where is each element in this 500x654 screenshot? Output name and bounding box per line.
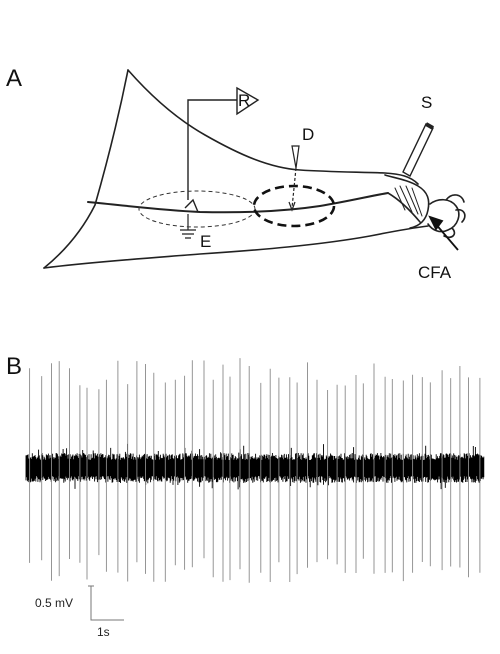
limb-upper-edge xyxy=(127,69,419,185)
paw-toes xyxy=(427,194,466,239)
ground-electrode xyxy=(180,214,196,239)
nerve-line xyxy=(87,192,389,214)
stimulus-probe xyxy=(402,122,434,177)
paw-shading xyxy=(394,185,423,217)
limb-bottom-edge xyxy=(43,225,429,269)
panel-a: A R E xyxy=(6,65,466,282)
label-cfa: CFA xyxy=(418,263,452,282)
label-drug: D xyxy=(302,125,314,144)
scale-bar-voltage-label: 0.5 mV xyxy=(35,596,73,610)
amplifier-triangle-icon xyxy=(236,86,260,116)
panel-a-letter: A xyxy=(6,65,22,92)
cfa-arrow xyxy=(428,215,459,251)
paw-outline xyxy=(384,174,430,229)
noise-band-core xyxy=(26,460,484,476)
limb-drawing xyxy=(43,69,466,269)
drug-site-ellipse xyxy=(252,184,336,228)
recording-site-ellipse xyxy=(138,190,256,228)
scale-bar xyxy=(88,585,124,621)
drug-pipette xyxy=(288,145,300,212)
limb-left-edge xyxy=(43,69,129,269)
panel-b-letter: B xyxy=(6,353,22,380)
electrophysiology-trace xyxy=(25,358,485,583)
recording-electrode xyxy=(184,86,260,213)
label-recording: R xyxy=(238,91,250,110)
label-stimulus: S xyxy=(421,93,432,112)
scale-bar-time-label: 1s xyxy=(97,625,110,639)
label-ground: E xyxy=(200,232,211,251)
panel-b: B 0.5 mV 1s xyxy=(6,353,485,639)
